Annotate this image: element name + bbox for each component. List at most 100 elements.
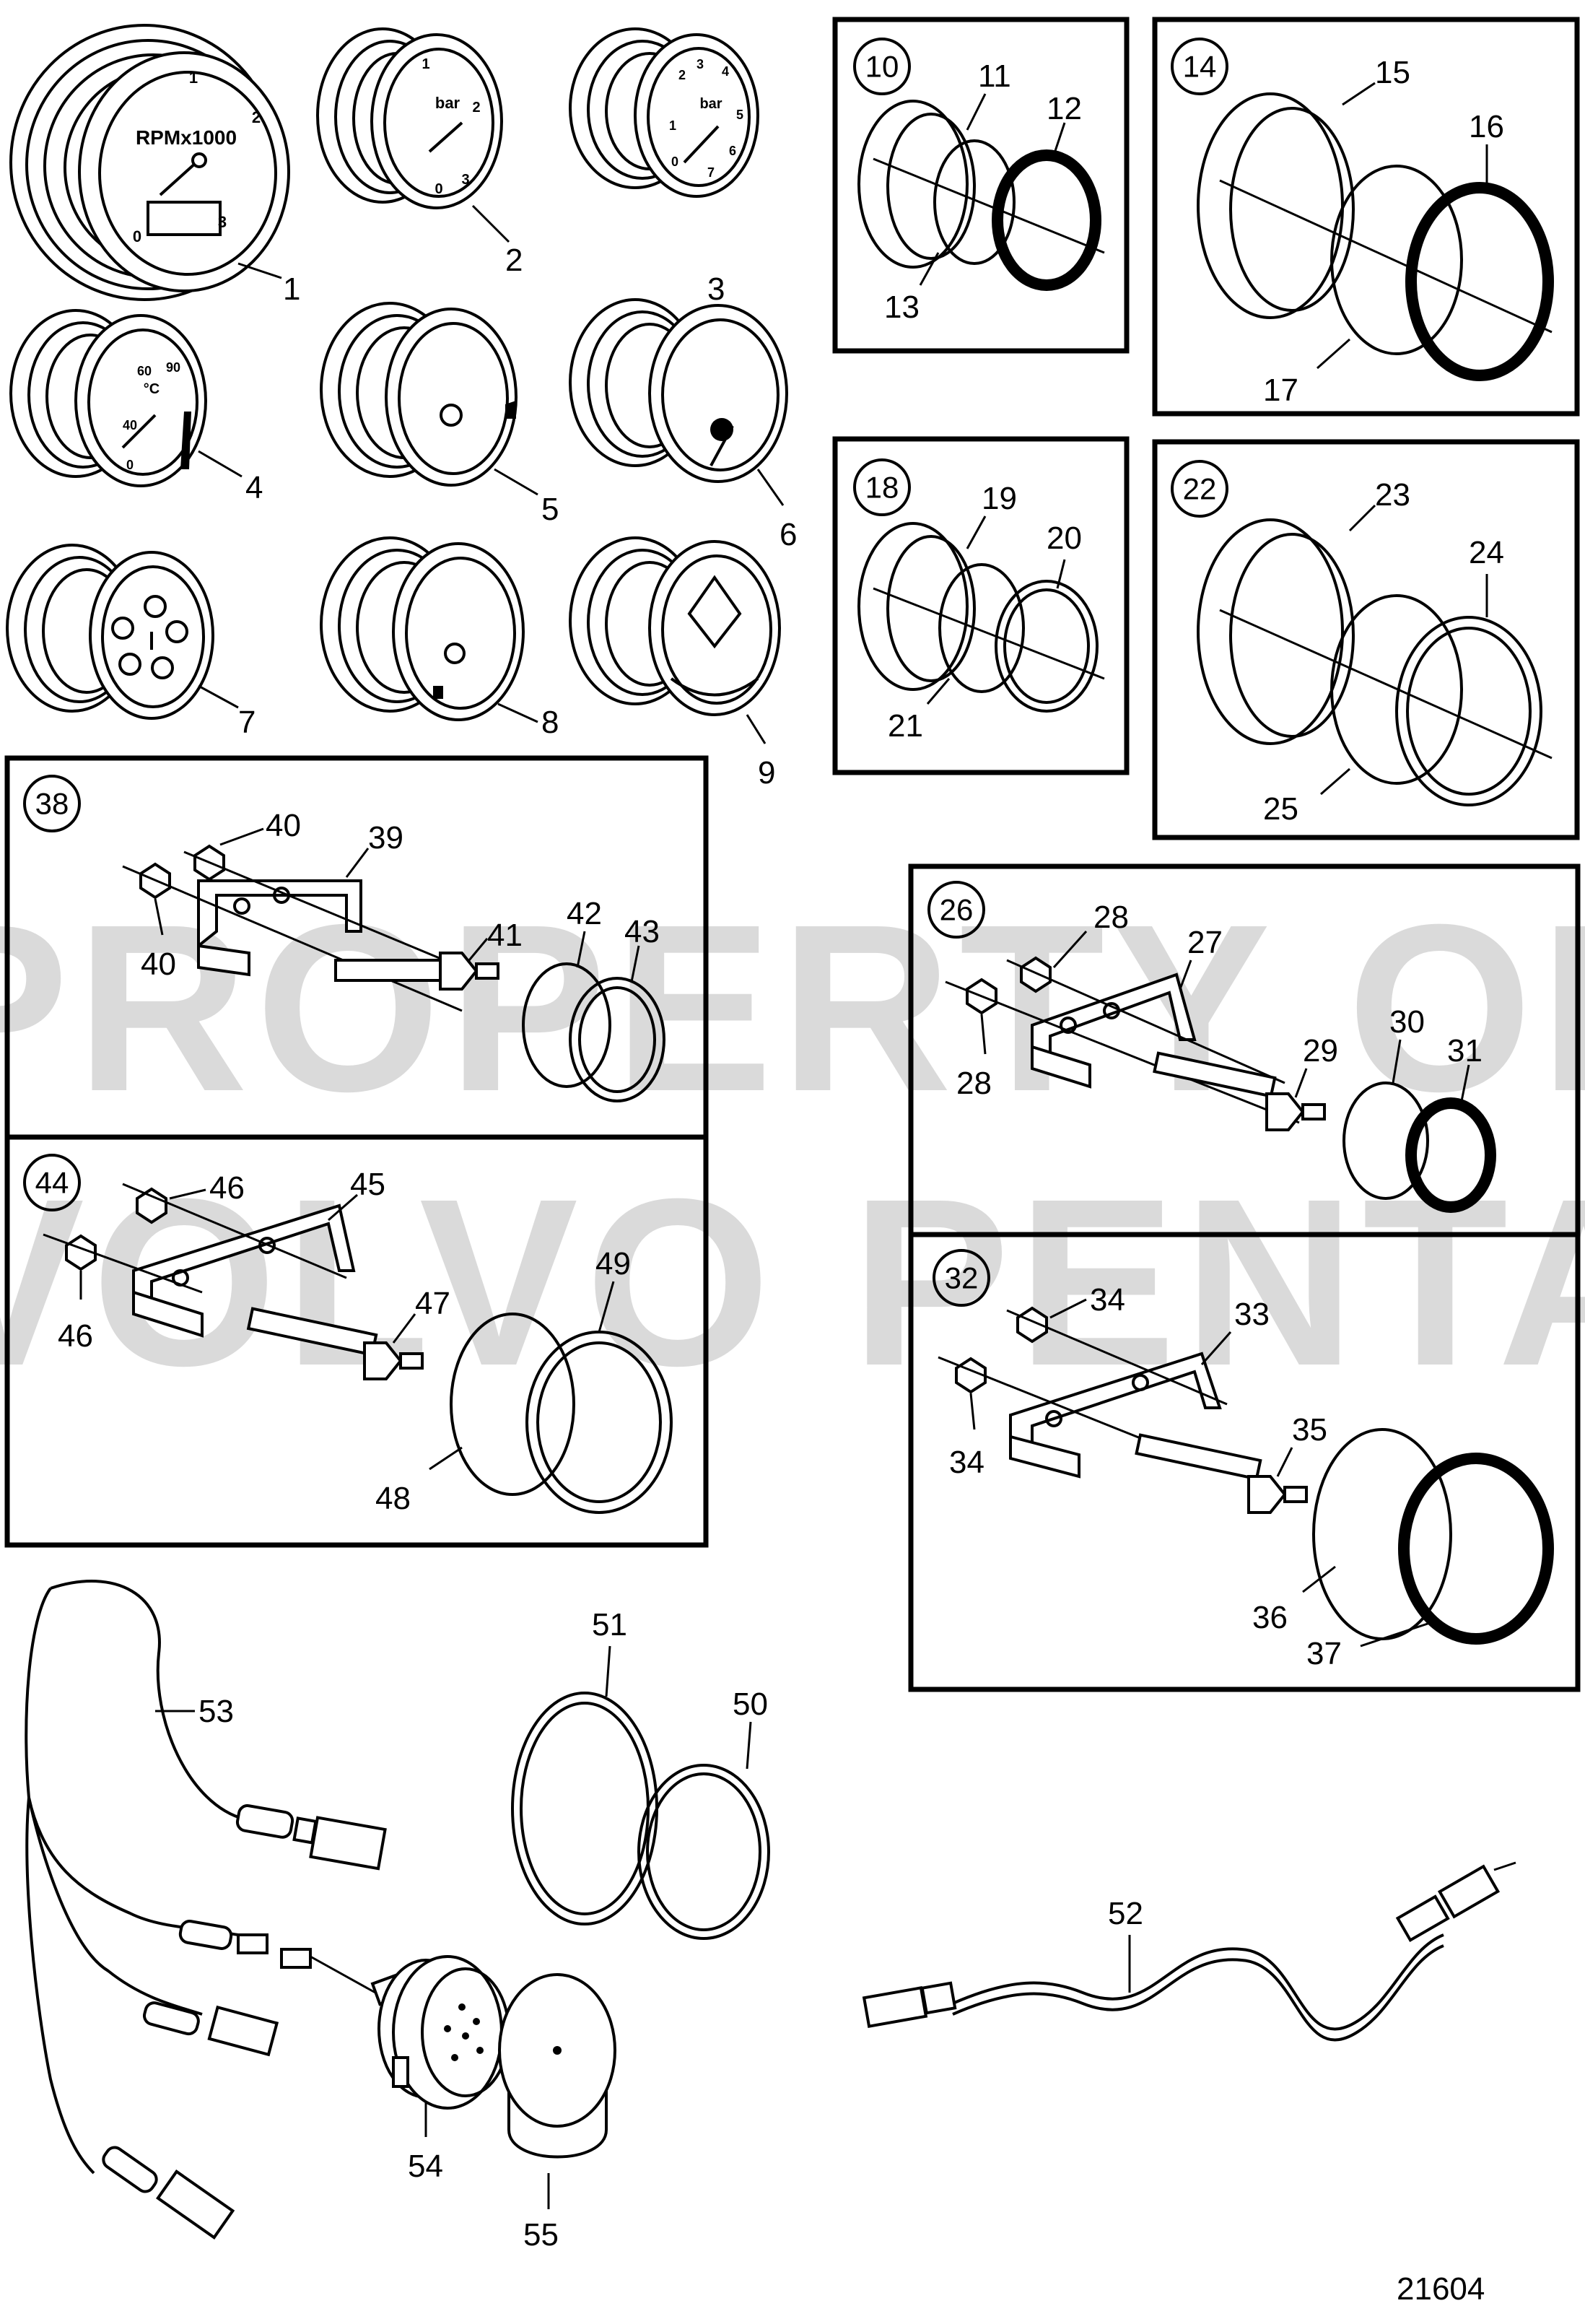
temp-tick-90: 90 [166,360,180,375]
callout-49: 49 [595,1246,631,1281]
pressure3-tick-5: 5 [736,108,743,122]
bezel-ring-14 [1197,92,1554,381]
kit-box-18 [832,436,1130,775]
gauge-fuel-level [320,536,525,721]
temp-tick-40: 40 [123,418,137,432]
callout-32: 32 [945,1261,979,1295]
pressure3-tick-3: 3 [697,57,704,71]
callout-28-upper: 28 [1093,900,1129,935]
pressure2-tick-1: 1 [422,56,429,72]
pressure3-tick-7: 7 [707,165,715,180]
bezel-ring-22 [1197,518,1553,806]
callout-1: 1 [283,271,300,307]
kit-box-10 [832,17,1130,354]
callout-20: 20 [1047,521,1082,556]
callout-38: 38 [35,787,69,821]
callout-14: 14 [1183,50,1217,84]
gauge-tachometer: RPMx1000 0 1 2 3 [9,24,290,301]
callout-40-upper: 40 [266,808,301,843]
kit-box-38-44 [4,755,709,1548]
gauge-temperature: °C 0 40 60 90 [9,309,207,487]
callout-11: 11 [978,58,1011,94]
gauge-temperature-alt [320,302,518,487]
callout-42: 42 [567,896,602,931]
callout-46-lower: 46 [58,1318,93,1354]
gauge-pressure-small: bar 0 1 2 3 [316,27,503,209]
cable-harness [25,1580,387,2240]
tach-tick-0: 0 [133,227,141,245]
callout-18: 18 [865,471,899,505]
callout-37: 37 [1306,1636,1342,1671]
gauge-rudder-indicator [569,536,781,716]
kit-box-14 [1152,17,1580,417]
callout-12: 12 [1047,91,1082,126]
temp-unit: °C [144,381,160,397]
callout-10: 10 [865,50,899,84]
temp-tick-0: 0 [126,458,134,472]
gauge-pressure-large-scale: bar 0 1 2 3 4 5 6 7 [569,27,759,198]
mounting-kit-44 [43,1183,673,1514]
pressure2-tick-0: 0 [435,181,442,197]
drawing-number: 21604 [1397,2271,1485,2307]
callout-50: 50 [733,1687,768,1722]
callout-41: 41 [487,918,523,953]
callout-35: 35 [1292,1412,1327,1448]
pressure2-unit: bar [435,94,460,112]
callout-27: 27 [1187,925,1223,960]
kit-box-26-32 [908,863,1581,1692]
callout-39: 39 [368,820,403,856]
callout-46-upper: 46 [209,1170,245,1206]
gauge-voltmeter [569,298,788,483]
callout-6: 6 [780,517,797,552]
callout-44: 44 [35,1166,69,1200]
callout-7: 7 [238,705,256,740]
callout-55: 55 [523,2217,559,2253]
pressure3-tick-4: 4 [722,64,729,79]
pressure3-tick-0: 0 [671,155,678,169]
callout-34-upper: 34 [1090,1282,1125,1318]
callout-40-lower: 40 [141,946,176,982]
callout-19: 19 [982,481,1017,516]
pressure3-tick-2: 2 [678,68,686,82]
pressure3-tick-1: 1 [669,118,676,133]
callout-47: 47 [415,1286,450,1321]
buzzer-cover [498,1973,616,2159]
callout-9: 9 [758,755,775,791]
callout-13: 13 [884,290,920,325]
watermark-line-2: VOLVO PENTA [0,1149,1585,1415]
callout-29: 29 [1303,1033,1338,1069]
bezel-ring-10 [857,100,1105,291]
callout-25: 25 [1263,791,1298,827]
callout-8: 8 [541,705,559,740]
callout-48: 48 [375,1481,411,1516]
callout-3: 3 [707,271,725,307]
bezel-ring-18 [857,522,1105,713]
tach-tick-2: 2 [252,108,261,126]
tach-rpm-label: RPMx1000 [136,126,237,149]
callout-17: 17 [1263,373,1298,408]
callout-33: 33 [1234,1297,1270,1332]
kit-box-22 [1152,439,1580,840]
callout-53: 53 [198,1694,234,1729]
bezel-rings-50-51 [511,1692,770,1940]
callout-22: 22 [1183,472,1217,506]
callout-52: 52 [1108,1896,1143,1931]
callout-43: 43 [624,914,660,949]
callout-5: 5 [541,492,559,527]
extension-cable [862,1861,1516,2042]
callout-26: 26 [940,893,974,927]
callout-21: 21 [888,708,923,744]
callout-45: 45 [350,1167,385,1202]
alarm-buzzer [370,1955,510,2110]
callout-31: 31 [1447,1033,1483,1069]
callout-24: 24 [1469,535,1504,570]
callout-16: 16 [1469,109,1504,144]
mounting-kit-38 [122,844,665,1102]
mounting-kit-32 [938,1306,1554,1645]
callout-4: 4 [245,470,263,505]
gauge-warning-lamps [6,544,214,720]
callout-34-lower: 34 [949,1445,984,1480]
pressure3-unit: bar [699,96,722,112]
